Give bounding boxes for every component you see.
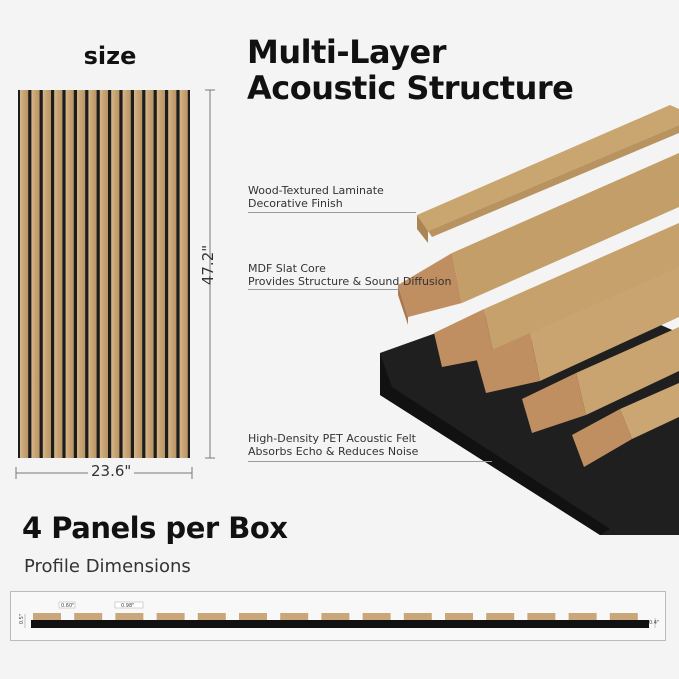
callout-laminate-desc: Decorative Finish [248,197,343,210]
headline: Multi-Layer Acoustic Structure [247,33,574,107]
profile-felt-strip [31,620,649,628]
panel-slat [156,90,165,458]
profile-slat [486,613,515,620]
profile-slat [403,613,432,620]
panel-slat [99,90,108,458]
layer-illustration [380,105,679,535]
width-dimension-label: 23.6" [88,462,135,480]
profile-slat [609,613,638,620]
panel-slat [168,90,177,458]
callout-felt: High-Density PET Acoustic Felt Absorbs E… [248,432,418,458]
profile-slat [527,613,556,620]
panel-slat [31,90,40,458]
callout-felt-title: High-Density PET Acoustic Felt [248,432,416,445]
mdf-slats [398,153,679,467]
profile-left-label: 0.5" [19,613,26,625]
profile-slat [321,613,350,620]
callout-mdf-leader [248,289,400,290]
profile-gap-label: 0.60" [61,603,75,609]
callout-laminate: Wood-Textured Laminate Decorative Finish [248,184,384,210]
panel-slat [54,90,63,458]
panels-per-box-title: 4 Panels per Box [22,511,288,545]
profile-slat [239,613,267,620]
profile-diagram: 0.60" 0.98" 0.5" 0.4" [10,591,666,641]
callout-laminate-title: Wood-Textured Laminate [248,184,384,197]
panel-slat [20,90,29,458]
size-title: size [83,42,137,70]
panel-slat [122,90,131,458]
callout-felt-leader [248,461,492,462]
profile-slat [115,613,144,620]
callout-mdf-desc: Provides Structure & Sound Diffusion [248,275,452,288]
profile-slat [156,613,185,620]
profile-slat [568,613,597,620]
profile-slat [33,613,61,620]
headline-line-2: Acoustic Structure [247,69,574,107]
profile-slat [445,613,473,620]
height-dimension-label: 47.2" [199,244,218,286]
callout-felt-desc: Absorbs Echo & Reduces Noise [248,445,419,458]
callout-mdf: MDF Slat Core Provides Structure & Sound… [248,262,451,288]
profile-slat [362,613,391,620]
panel-slat [65,90,74,458]
panel-slat [77,90,86,458]
panel-slat [145,90,154,458]
panel-slat [179,90,188,458]
profile-right-label: 0.4" [649,620,660,626]
panel-slat [42,90,51,458]
panel-slat [134,90,143,458]
laminate-layer [417,105,679,243]
callout-mdf-title: MDF Slat Core [248,262,326,275]
callout-laminate-leader [248,212,416,213]
panel-front-view [15,89,215,479]
profile-slat [197,613,226,620]
panel-slat [111,90,120,458]
panel-slat [88,90,97,458]
profile-slat [280,613,309,620]
headline-line-1: Multi-Layer [247,33,446,71]
profile-dimensions-title: Profile Dimensions [24,556,191,577]
profile-slat-label: 0.98" [121,603,135,609]
profile-drawing [24,601,656,628]
profile-slat [74,613,103,620]
